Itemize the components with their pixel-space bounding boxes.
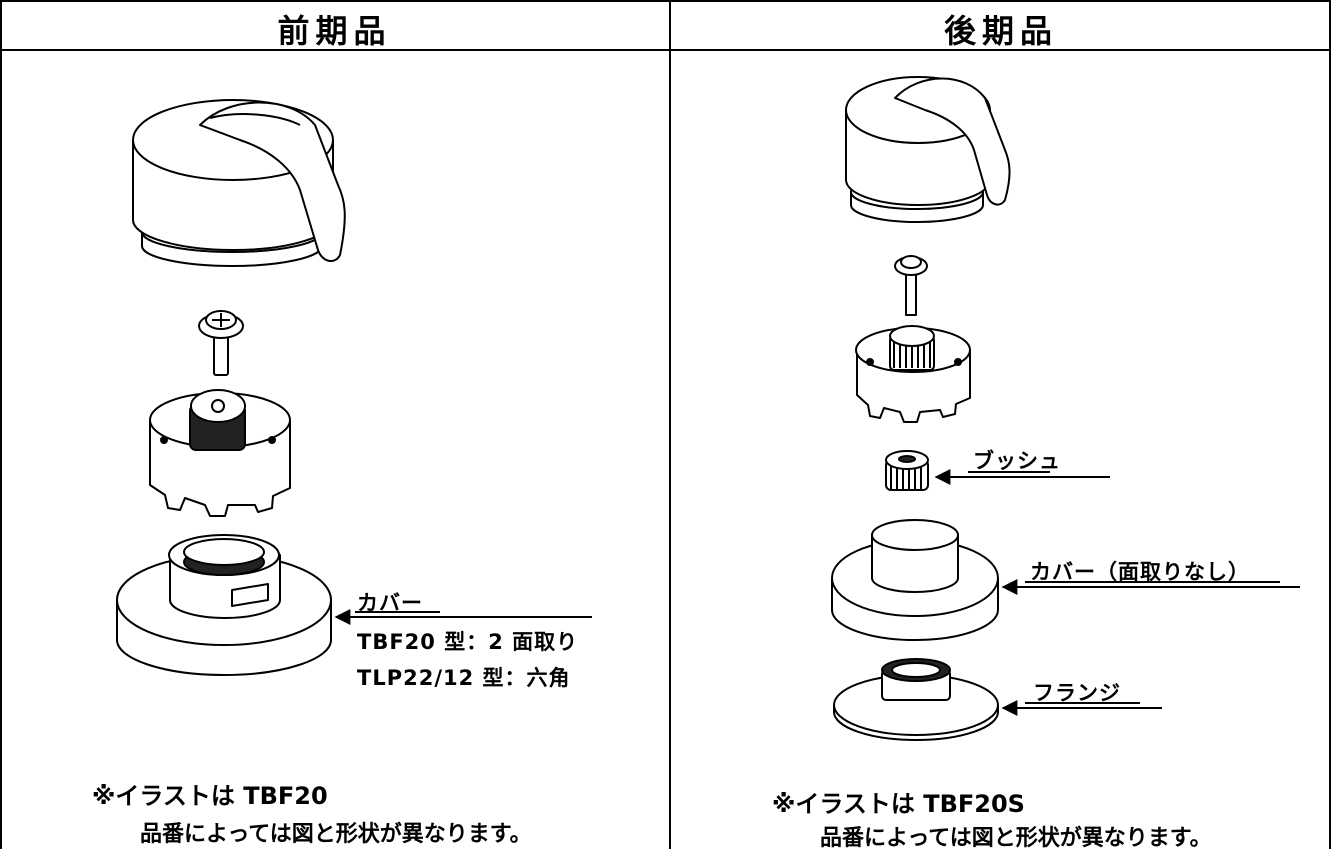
- right-handle-knob-icon: [845, 76, 1011, 223]
- header-late-model: 後期品: [943, 12, 1058, 50]
- left-shape-disclaimer: 品番によっては図と形状が異なります。: [140, 822, 532, 847]
- left-cover-tbf20-note: TBF20 型：2 面取り: [357, 630, 579, 654]
- left-screw-icon: [198, 310, 244, 376]
- right-bush-icon: [885, 450, 929, 491]
- right-cover-label: カバー（面取りなし）: [1030, 560, 1250, 584]
- left-handle-knob-icon: [132, 99, 346, 267]
- right-shape-disclaimer: 品番によっては図と形状が異なります。: [820, 826, 1212, 851]
- right-bush-label: ブッシュ: [973, 449, 1061, 473]
- left-cover-tlp22-note: TLP22/12 型：六角: [357, 666, 571, 690]
- right-cover-icon: [831, 519, 999, 641]
- right-screw-icon: [894, 255, 928, 316]
- top-border: [0, 0, 1331, 2]
- column-divider: [669, 0, 671, 849]
- right-illustration-note: ※イラストは TBF20S: [772, 790, 1025, 818]
- right-flange-icon: [833, 658, 999, 741]
- left-cartridge-icon: [149, 389, 291, 517]
- header-early-model: 前期品: [277, 12, 392, 50]
- left-illustration-note: ※イラストは TBF20: [92, 782, 328, 810]
- left-cover-icon: [116, 534, 332, 676]
- right-flange-label: フランジ: [1033, 681, 1121, 705]
- left-cover-label: カバー: [357, 591, 423, 615]
- right-cartridge-icon: [855, 325, 971, 423]
- header-divider: [0, 49, 1331, 51]
